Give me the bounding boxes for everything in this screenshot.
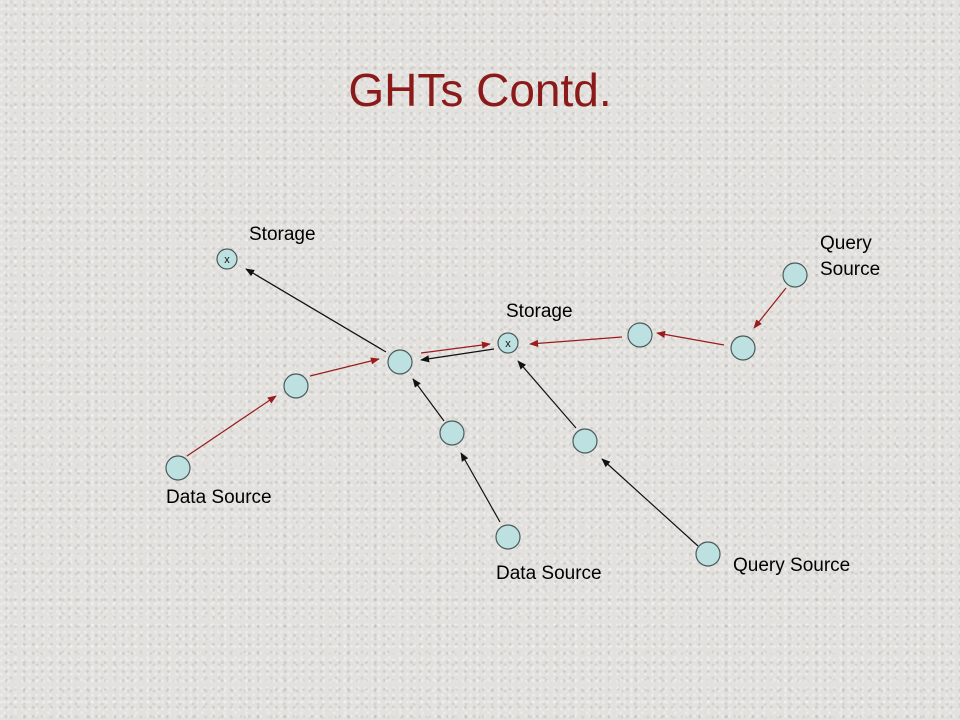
node-query-source-bottom	[695, 541, 721, 567]
arrow-query-source-top-to-right-node	[753, 287, 787, 329]
node-storage-left	[216, 248, 238, 270]
slide-title: GHTs Contd.	[348, 64, 612, 116]
node-right	[730, 335, 756, 361]
node-hub	[387, 349, 413, 375]
node-query-source-top	[782, 262, 808, 288]
arrow-lower-node-to-hub	[412, 378, 445, 422]
arrow-lower-right-node-to-storage-center	[517, 360, 577, 429]
node-data-source-left	[165, 455, 191, 481]
node-data-source-bottom	[495, 524, 521, 550]
label-storage-center: Storage	[506, 301, 573, 322]
label-query-source-top-line1: Query	[820, 233, 872, 254]
arrow-center-node-to-storage-center	[529, 336, 623, 347]
node-center-right	[627, 322, 653, 348]
arrow-data-source-to-left-node	[186, 395, 277, 457]
arrow-data-source-bottom-to-lower-node	[460, 452, 501, 523]
label-data-source-bottom: Data Source	[496, 563, 602, 584]
label-storage-left: Storage	[249, 224, 316, 245]
arrow-hub-to-storage-left	[245, 268, 387, 353]
label-query-source-top: Query Source	[820, 231, 880, 283]
node-storage-center	[497, 332, 519, 354]
arrow-storage-center-to-hub	[420, 348, 495, 363]
label-query-source-top-line2: Source	[820, 259, 881, 280]
arrow-right-node-to-center-node	[656, 330, 725, 346]
arrow-query-source-bottom-to-lower-right-node	[601, 458, 699, 547]
storage-mark-left: x	[224, 254, 230, 266]
arrow-left-node-to-hub	[309, 357, 380, 377]
storage-mark-center: x	[505, 338, 511, 350]
node-left	[283, 373, 309, 399]
label-data-source-left: Data Source	[166, 487, 272, 508]
node-lower	[439, 420, 465, 446]
label-query-source-bottom: Query Source	[733, 555, 851, 576]
arrow-hub-to-storage-center	[420, 341, 491, 354]
node-lower-right	[572, 428, 598, 454]
